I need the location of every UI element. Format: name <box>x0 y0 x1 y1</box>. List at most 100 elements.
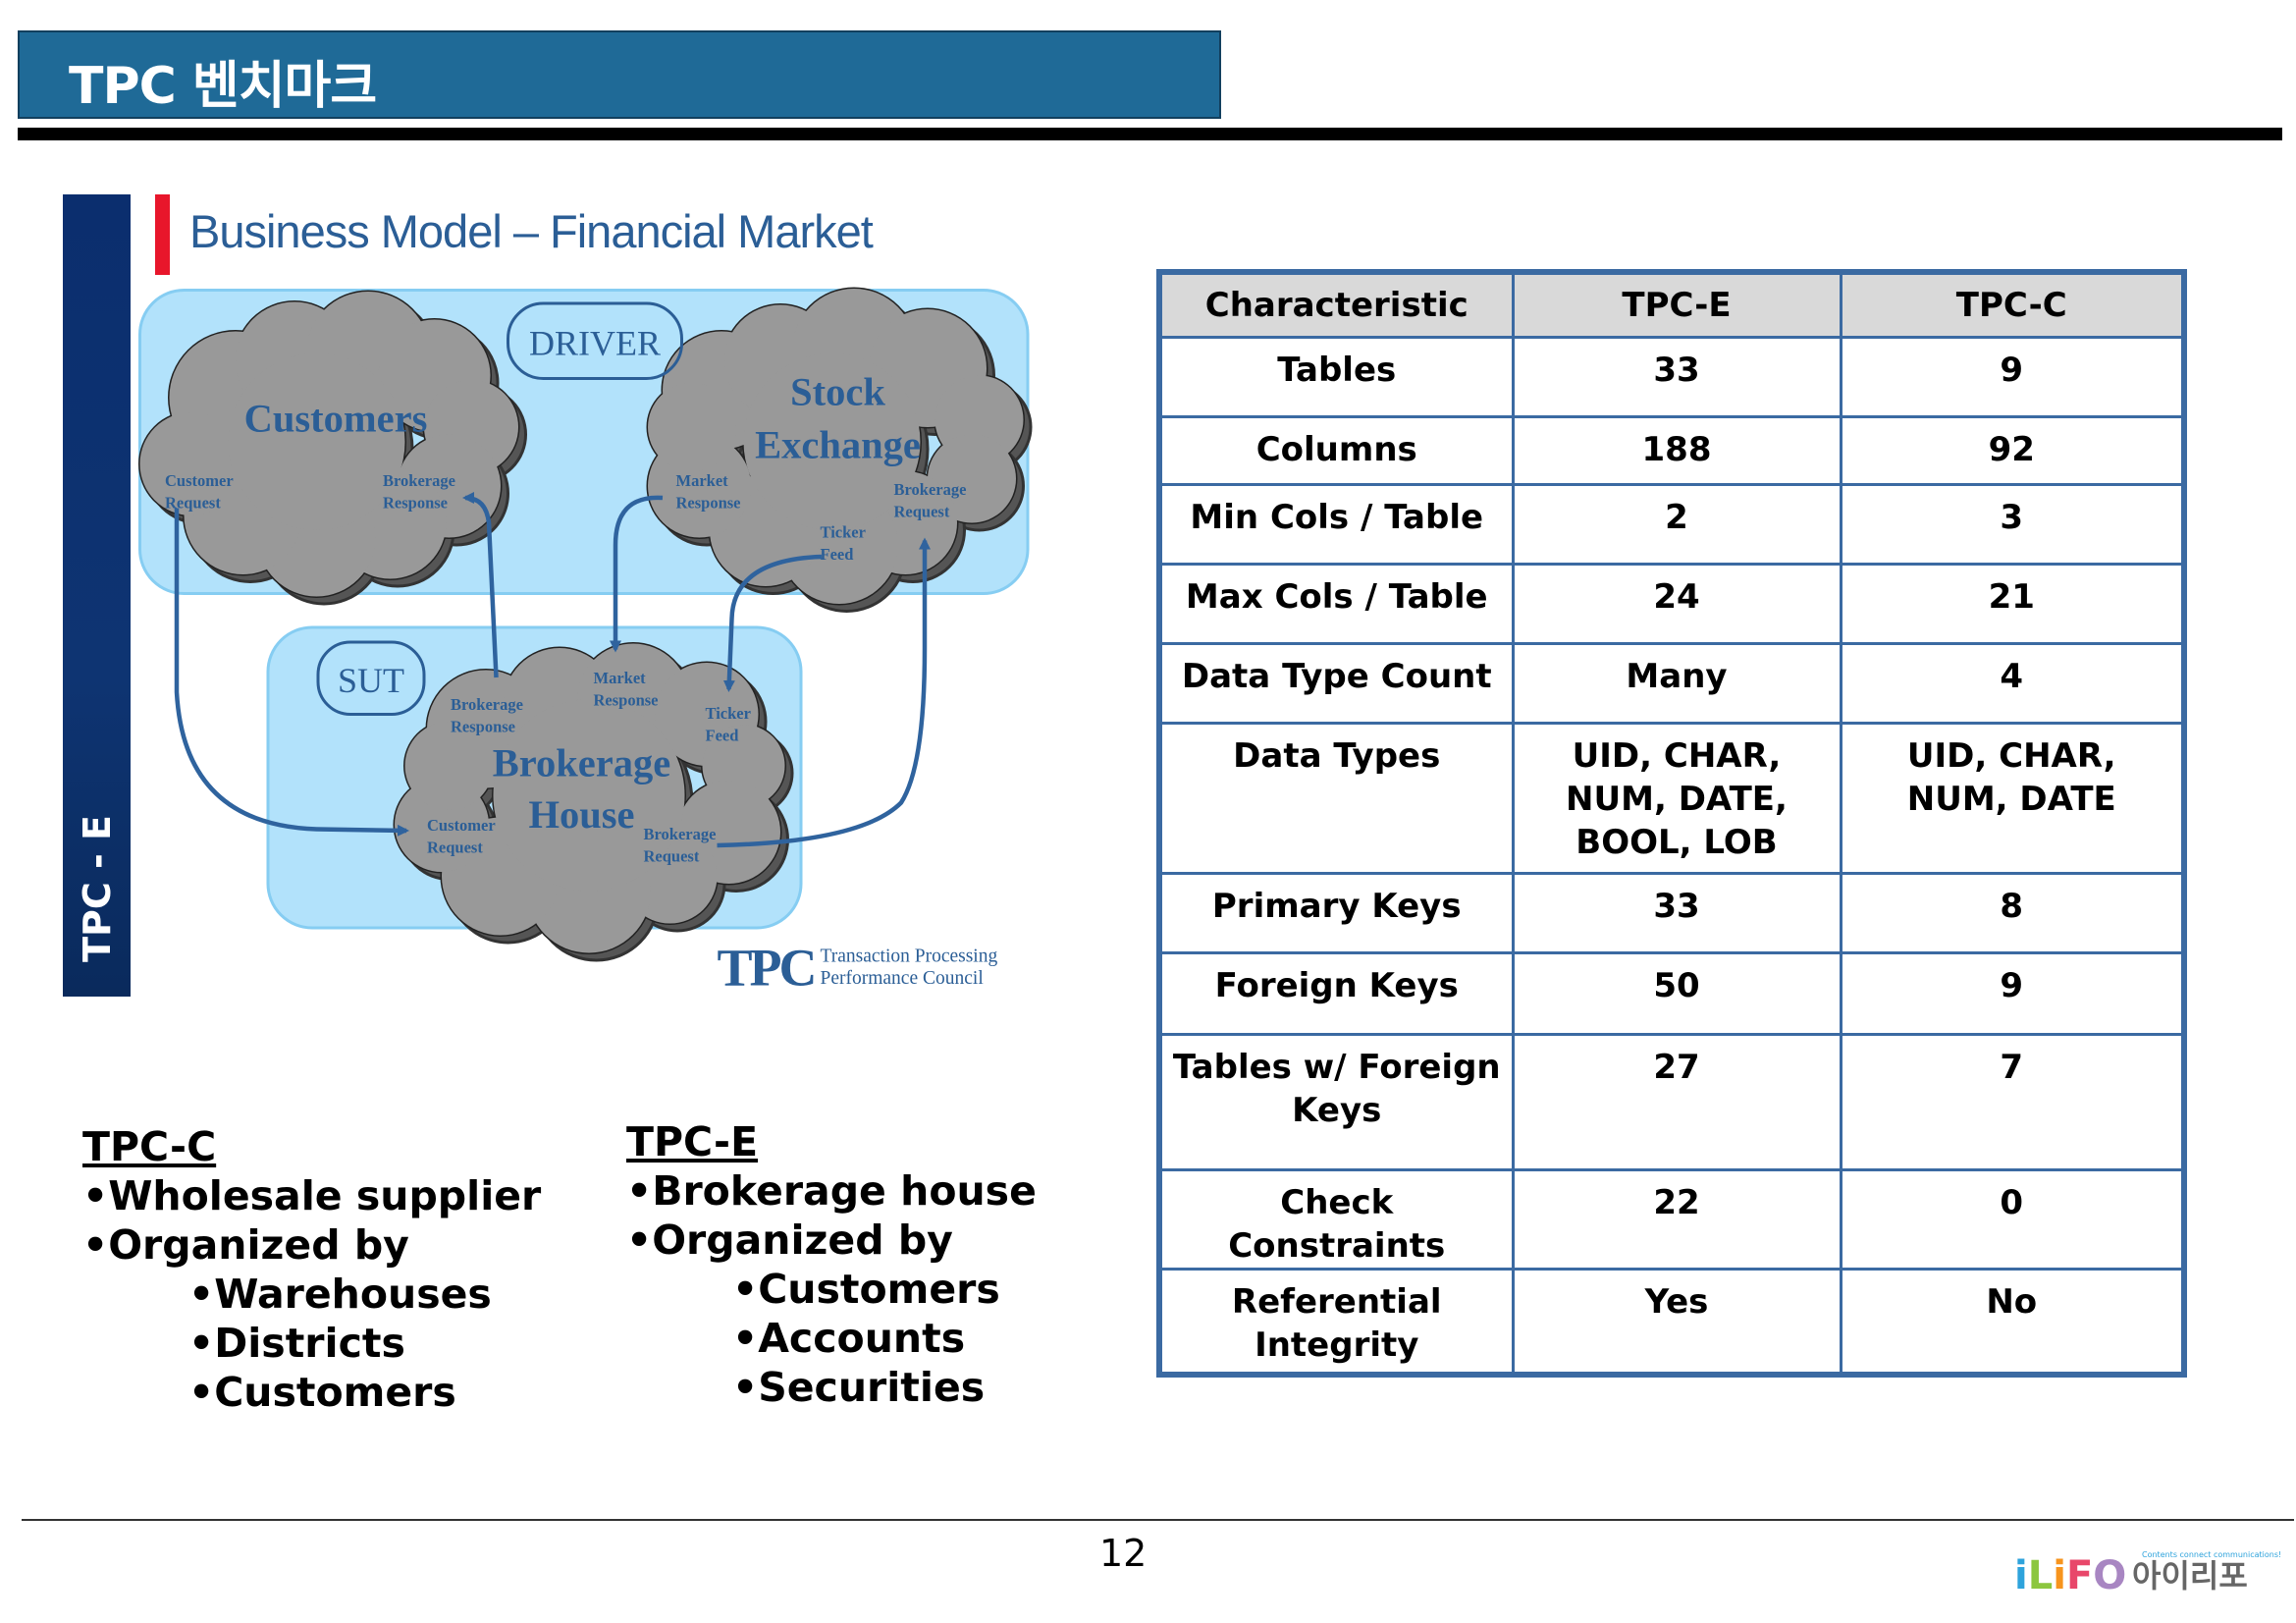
cell-tpc-c: 8 <box>1839 871 2186 954</box>
cell-characteristic: Max Cols / Table <box>1157 562 1515 645</box>
cell-tpc-e: 27 <box>1511 1032 1842 1171</box>
list-subitem: •Districts <box>188 1320 405 1367</box>
footer-divider <box>22 1519 2294 1521</box>
side-label-bar: TPC - E <box>63 194 131 997</box>
cell-characteristic: Tables w/ Foreign Keys <box>1157 1032 1515 1171</box>
arrow-customer-request <box>174 508 410 837</box>
svg-text:iLiFO: iLiFO <box>2014 1553 2126 1598</box>
list-subitem: •Customers <box>732 1266 1000 1313</box>
table-header-row: Characteristic TPC-E TPC-C <box>1157 270 2186 339</box>
cell-tpc-c: 9 <box>1839 335 2186 418</box>
arrow-ticker-feed <box>722 554 823 692</box>
header-characteristic: Characteristic <box>1157 270 1515 339</box>
ilifo-logo: iLiFO 아이리포 Contents connect communicatio… <box>2014 1550 2281 1598</box>
page-title: TPC 벤치마크 <box>69 57 377 116</box>
cell-tpc-e: 33 <box>1511 871 1842 954</box>
driver-label-pill <box>507 301 684 380</box>
cell-tpc-c: 3 <box>1839 482 2186 566</box>
cell-tpc-e: UID, CHAR, NUM, DATE, BOOL, LOB <box>1511 721 1842 875</box>
cell-characteristic: Data Types <box>1157 721 1515 875</box>
stock-exchange-cloud <box>646 287 1033 613</box>
sut-label-pill <box>316 640 426 716</box>
svg-text:Transaction Processing: Transaction Processing <box>821 947 998 967</box>
title-bar: TPC 벤치마크 <box>18 30 1221 119</box>
cell-tpc-c: 9 <box>1839 950 2186 1036</box>
cell-characteristic: Data Type Count <box>1157 641 1515 725</box>
tpc-c-list: TPC-C •Wholesale supplier •Organized by … <box>82 1122 541 1417</box>
tpc-e-list: TPC-E •Brokerage house •Organized by •Cu… <box>626 1117 1037 1412</box>
cell-characteristic: Referential Integrity <box>1157 1267 1515 1377</box>
list-item: •Organized by <box>82 1221 409 1269</box>
cell-tpc-c: 0 <box>1839 1167 2186 1271</box>
tpc-c-heading: TPC-C <box>82 1123 217 1170</box>
cell-tpc-c: 4 <box>1839 641 2186 725</box>
cell-tpc-e: 2 <box>1511 482 1842 566</box>
section-heading: Business Model – Financial Market <box>189 205 874 257</box>
list-item: •Organized by <box>626 1217 953 1264</box>
cell-tpc-e: 22 <box>1511 1167 1842 1271</box>
cell-tpc-c: 7 <box>1839 1032 2186 1171</box>
driver-label: DRIVER <box>529 324 661 363</box>
tpc-e-heading: TPC-E <box>626 1118 759 1165</box>
list-subitem: •Warehouses <box>188 1271 492 1318</box>
header-tpc-e: TPC-E <box>1511 270 1842 339</box>
svg-text:아이리포: 아이리포 <box>2132 1557 2248 1595</box>
cell-tpc-e: 188 <box>1511 414 1842 486</box>
page-number: 12 <box>1099 1532 1148 1575</box>
cell-characteristic: Tables <box>1157 335 1515 418</box>
brokerage-house-cloud <box>393 642 794 962</box>
svg-text:TPC: TPC <box>718 939 815 998</box>
tpc-logo: TPC Transaction Processing Performance C… <box>718 939 998 998</box>
list-item: •Wholesale supplier <box>82 1172 542 1219</box>
cell-tpc-c: UID, CHAR, NUM, DATE <box>1839 721 2186 875</box>
svg-text:Contents connect communication: Contents connect communications! <box>2142 1550 2281 1559</box>
cell-characteristic: Min Cols / Table <box>1157 482 1515 566</box>
header-tpc-c: TPC-C <box>1839 270 2186 339</box>
cell-characteristic: Foreign Keys <box>1157 950 1515 1036</box>
customers-cloud <box>138 290 528 606</box>
heading-accent <box>155 194 170 275</box>
cell-tpc-e: Many <box>1511 641 1842 725</box>
cell-characteristic: Primary Keys <box>1157 871 1515 954</box>
list-item: •Brokerage house <box>626 1167 1037 1215</box>
list-subitem: •Securities <box>732 1364 986 1411</box>
sut-label: SUT <box>338 661 404 700</box>
cell-tpc-c: 21 <box>1839 562 2186 645</box>
list-subitem: •Customers <box>188 1369 456 1416</box>
cell-characteristic: Columns <box>1157 414 1515 486</box>
cell-tpc-e: Yes <box>1511 1267 1842 1377</box>
cell-tpc-c: 92 <box>1839 414 2186 486</box>
customers-title: Customers <box>244 397 428 441</box>
cell-tpc-e: 33 <box>1511 335 1842 418</box>
cell-tpc-e: 24 <box>1511 562 1842 645</box>
divider <box>18 128 2282 140</box>
arrow-market-response <box>610 495 664 653</box>
cell-characteristic: Check Constraints <box>1157 1167 1515 1271</box>
cell-tpc-c: No <box>1839 1267 2186 1377</box>
